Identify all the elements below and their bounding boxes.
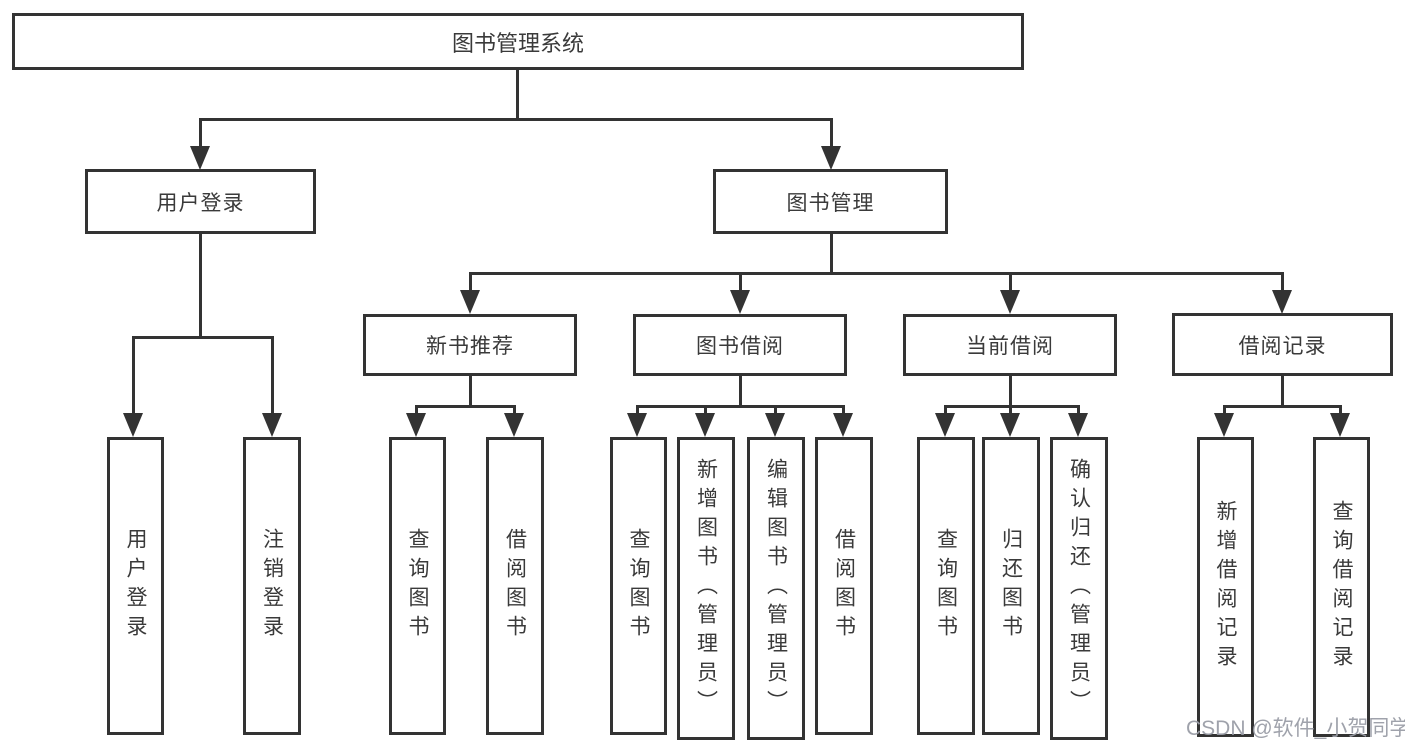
arrow-down-icon (833, 413, 853, 437)
arrow-down-icon (695, 413, 715, 437)
leaf-add-book-admin: 新增图书（管理员） (677, 437, 735, 740)
node-borrow-records: 借阅记录 (1172, 313, 1393, 376)
arrow-down-icon (460, 290, 480, 314)
arrow-down-icon (1000, 290, 1020, 314)
arrow-down-icon (935, 413, 955, 437)
arrow-down-icon (262, 413, 282, 437)
connector-user-login-branch (132, 336, 274, 339)
connector-new-book-rec-stub (469, 272, 472, 291)
connector-book-borrow-stub (739, 272, 742, 291)
leaf-confirm-return-admin-label: 确认归还（管理员） (1067, 458, 1091, 719)
connector-book-borrow-stem (739, 376, 742, 407)
connector-current-borrow-stub (1009, 272, 1012, 291)
connector-leaf-stub (1223, 405, 1226, 415)
connector-user-login-stub (199, 118, 202, 147)
connector-leaf-stub (415, 405, 418, 415)
connector-leaf-stub (636, 405, 639, 415)
arrow-down-icon (1068, 413, 1088, 437)
node-current-borrow-label: 当前借阅 (966, 335, 1054, 358)
leaf-add-borrow-record: 新增借阅记录 (1197, 437, 1254, 737)
connector-user-login-leaf-stub (132, 336, 135, 414)
node-borrow-records-label: 借阅记录 (1238, 334, 1327, 358)
node-root-label: 图书管理系统 (451, 30, 584, 56)
node-user-login-label: 用户登录 (156, 191, 245, 215)
leaf-edit-book-admin-label: 编辑图书（管理员） (764, 458, 788, 719)
node-book-borrow-label: 图书借阅 (696, 335, 784, 358)
connector-leaf-stub (1077, 405, 1080, 415)
connector-borrow-records-branch (1223, 405, 1341, 408)
leaf-query-book-current-label: 查询图书 (934, 528, 958, 644)
leaf-borrow-book-label: 借阅图书 (832, 528, 856, 644)
arrow-down-icon (190, 146, 210, 170)
node-new-book-rec-label: 新书推荐 (426, 335, 514, 358)
node-root-system: 图书管理系统 (12, 13, 1024, 70)
connector-book-borrow-branch (636, 405, 845, 408)
arrow-down-icon (123, 413, 143, 437)
node-user-login: 用户登录 (85, 169, 316, 234)
connector-leaf-stub (774, 405, 777, 415)
leaf-user-login-label: 用户登录 (124, 528, 147, 644)
node-current-borrow: 当前借阅 (903, 314, 1117, 376)
connector-root-stem (516, 70, 519, 118)
csdn-watermark: CSDN @软件_小贺同学 (1186, 717, 1405, 740)
node-book-mgmt-label: 图书管理 (786, 191, 875, 215)
connector-leaf-stub (1009, 405, 1012, 415)
arrow-down-icon (406, 413, 426, 437)
leaf-edit-book-admin: 编辑图书（管理员） (747, 437, 805, 740)
connector-leaf-stub (842, 405, 845, 415)
leaf-query-book-current: 查询图书 (917, 437, 975, 735)
leaf-query-book-borrow: 查询图书 (610, 437, 667, 735)
leaf-return-book: 归还图书 (982, 437, 1040, 735)
leaf-add-borrow-record-label: 新增借阅记录 (1214, 500, 1237, 674)
connector-current-borrow-stem (1009, 376, 1012, 407)
arrow-down-icon (765, 413, 785, 437)
connector-book-mgmt-stem (830, 234, 833, 272)
connector-borrow-records-stub (1281, 272, 1284, 291)
connector-borrow-records-stem (1281, 376, 1284, 407)
connector-leaf-stub (944, 405, 947, 415)
leaf-logout-label: 注销登录 (260, 528, 284, 644)
leaf-borrow-book: 借阅图书 (815, 437, 873, 735)
arrow-down-icon (504, 413, 524, 437)
connector-book-mgmt-branch (469, 272, 1283, 275)
connector-leaf-stub (1339, 405, 1342, 415)
connector-current-borrow-branch (944, 405, 1080, 408)
leaf-query-book-rec: 查询图书 (389, 437, 446, 735)
leaf-borrow-book-rec: 借阅图书 (486, 437, 544, 735)
arrow-down-icon (730, 290, 750, 314)
connector-leaf-stub (704, 405, 707, 415)
arrow-down-icon (1272, 290, 1292, 314)
leaf-query-borrow-record: 查询借阅记录 (1313, 437, 1370, 737)
arrow-down-icon (821, 146, 841, 170)
node-new-book-rec: 新书推荐 (363, 314, 577, 376)
connector-root-branch (199, 118, 833, 121)
connector-leaf-stub (513, 405, 516, 415)
leaf-query-borrow-record-label: 查询借阅记录 (1330, 500, 1353, 674)
connector-book-mgmt-stub (830, 118, 833, 147)
leaf-add-book-admin-label: 新增图书（管理员） (694, 458, 718, 719)
connector-new-book-rec-branch (415, 405, 516, 408)
arrow-down-icon (627, 413, 647, 437)
connector-new-book-rec-stem (469, 376, 472, 407)
leaf-query-book-rec-label: 查询图书 (406, 528, 429, 644)
node-book-mgmt: 图书管理 (713, 169, 948, 234)
arrow-down-icon (1330, 413, 1350, 437)
leaf-return-book-label: 归还图书 (999, 528, 1023, 644)
connector-user-login-stem (199, 234, 202, 336)
node-book-borrow: 图书借阅 (633, 314, 847, 376)
arrow-down-icon (1214, 413, 1234, 437)
leaf-user-login: 用户登录 (107, 437, 164, 735)
leaf-query-book-borrow-label: 查询图书 (627, 528, 650, 644)
leaf-logout: 注销登录 (243, 437, 301, 735)
leaf-borrow-book-rec-label: 借阅图书 (503, 528, 527, 644)
leaf-confirm-return-admin: 确认归还（管理员） (1050, 437, 1108, 740)
arrow-down-icon (1000, 413, 1020, 437)
connector-logout-stub (271, 336, 274, 414)
